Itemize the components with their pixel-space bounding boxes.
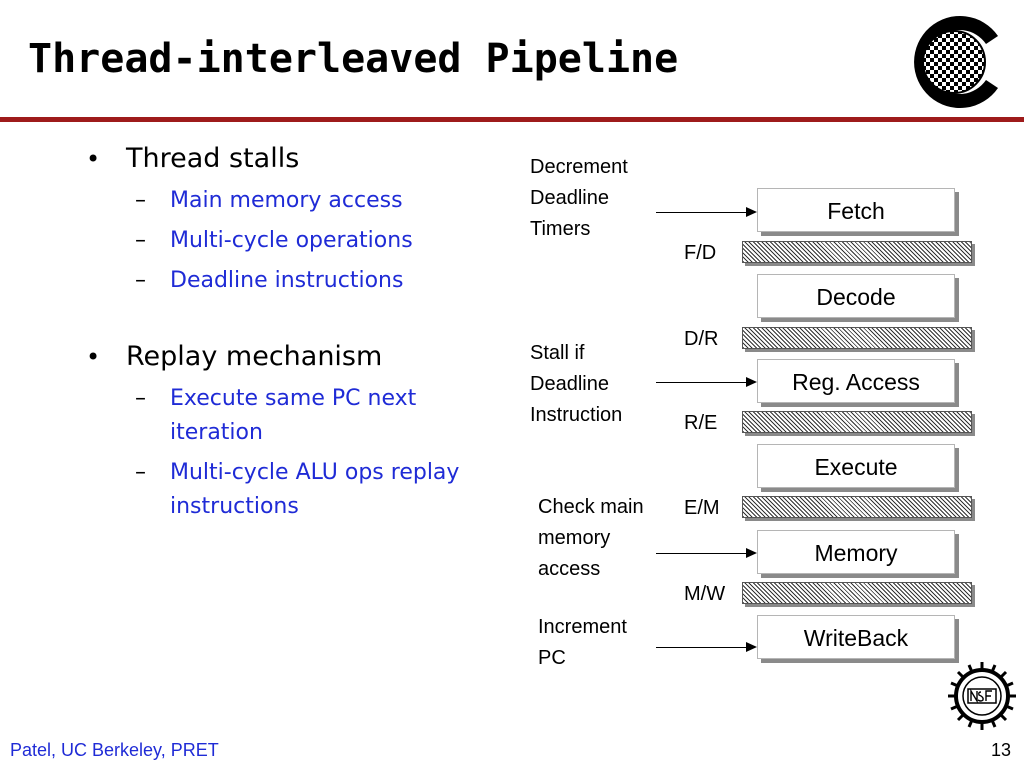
bullet-replay-mechanism: Replay mechanism: [80, 338, 500, 376]
slide-title: Thread-interleaved Pipeline: [28, 36, 679, 82]
stage-execute: Execute: [757, 444, 955, 488]
sub-bullet: –Main memory access: [135, 188, 403, 213]
latch-em: [742, 496, 972, 518]
latch-mw: [742, 582, 972, 604]
sub-bullet: –Multi-cycle operations: [135, 228, 413, 253]
bullet-thread-stalls: Thread stalls: [80, 140, 500, 178]
title-divider: [0, 117, 1024, 122]
bullet-list: Thread stalls –Main memory access –Multi…: [80, 140, 500, 530]
latch-label-dr: D/R: [684, 328, 719, 350]
stage-fetch: Fetch: [757, 188, 955, 232]
arrow-to-reg-access: [656, 377, 757, 387]
latch-label-mw: M/W: [684, 583, 726, 605]
latch-label-re: R/E: [684, 412, 718, 434]
stage-writeback: WriteBack: [757, 615, 955, 659]
page-number: 13: [991, 740, 1012, 760]
latch-label-fd: F/D: [684, 242, 717, 264]
stage-decode: Decode: [757, 274, 955, 318]
stage-reg-access: Reg. Access: [757, 359, 955, 403]
arrow-to-writeback: [656, 642, 757, 652]
sub-bullet: –Deadline instructions: [135, 268, 404, 293]
sub-bullet: –Execute same PC next iteration: [135, 386, 417, 445]
nsf-logo-icon: [948, 662, 1016, 730]
c-logo-icon: [914, 16, 998, 109]
sub-bullet: –Multi-cycle ALU ops replay instructions: [135, 460, 460, 519]
latch-fd: [742, 241, 972, 263]
arrow-to-fetch: [656, 207, 757, 217]
latch-dr: [742, 327, 972, 349]
footer-author: Patel, UC Berkeley, PRET: [10, 740, 219, 760]
arrow-to-memory: [656, 548, 757, 558]
latch-label-em: E/M: [684, 497, 720, 519]
latch-re: [742, 411, 972, 433]
stage-memory: Memory: [757, 530, 955, 574]
